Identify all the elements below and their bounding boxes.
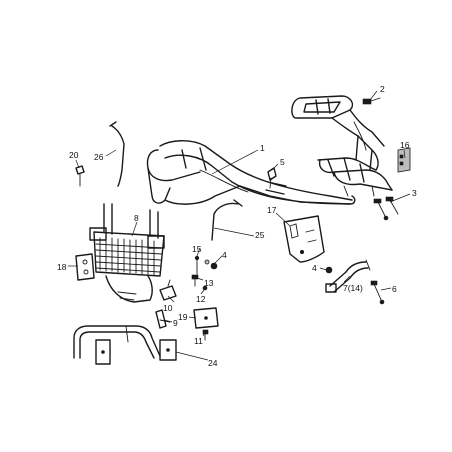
callout-18: 18 — [57, 262, 67, 272]
callout-9: 9 — [173, 318, 178, 328]
callout-15: 15 — [192, 244, 202, 254]
callout-5: 5 — [280, 157, 285, 167]
clamp-10 — [159, 279, 177, 301]
pin-11 — [202, 329, 209, 341]
bolt-9 — [155, 309, 171, 329]
tube-7 — [325, 259, 371, 293]
callout-labels: 1 2 3 4 4 5 6 7(14) 8 9 10 11 12 13 15 1… — [57, 84, 417, 368]
callout-20: 20 — [69, 150, 79, 160]
clip-5 — [267, 167, 277, 189]
nut-4 — [204, 259, 218, 270]
callout-6: 6 — [392, 284, 397, 294]
plate-19 — [193, 307, 219, 329]
callout-8: 8 — [134, 213, 139, 223]
callout-17: 17 — [267, 205, 277, 215]
bracket-17 — [283, 215, 325, 263]
grille-guard-8 — [89, 203, 165, 303]
bent-bar-25 — [211, 199, 243, 241]
front-rack-frame — [146, 140, 356, 205]
callout-12: 12 — [196, 294, 206, 304]
callout-24: 24 — [208, 358, 218, 368]
leader-lines — [68, 90, 411, 361]
callout-1: 1 — [260, 143, 265, 153]
callout-10: 10 — [163, 303, 173, 313]
fastener-12 — [202, 285, 208, 291]
callout-7-14: 7(14) — [343, 283, 363, 293]
bracket-18 — [75, 253, 95, 281]
fastener-15 — [194, 255, 200, 275]
bolt-set-3 — [373, 196, 399, 221]
callout-13: 13 — [204, 278, 214, 288]
callout-4b: 4 — [312, 263, 317, 273]
fastener-13 — [191, 274, 199, 287]
callout-4: 4 — [222, 250, 227, 260]
rear-rack-assembly — [291, 95, 411, 197]
callout-19: 19 — [178, 312, 188, 322]
callout-26: 26 — [94, 152, 104, 162]
lower-bumper-24 — [73, 325, 177, 365]
callout-16: 16 — [400, 140, 410, 150]
bolt-6 — [370, 280, 385, 305]
callout-11: 11 — [194, 336, 203, 346]
bent-rod-26 — [109, 121, 125, 187]
callout-2: 2 — [380, 84, 385, 94]
callout-3: 3 — [412, 188, 417, 198]
bolt-20 — [75, 165, 85, 187]
callout-25: 25 — [255, 230, 265, 240]
